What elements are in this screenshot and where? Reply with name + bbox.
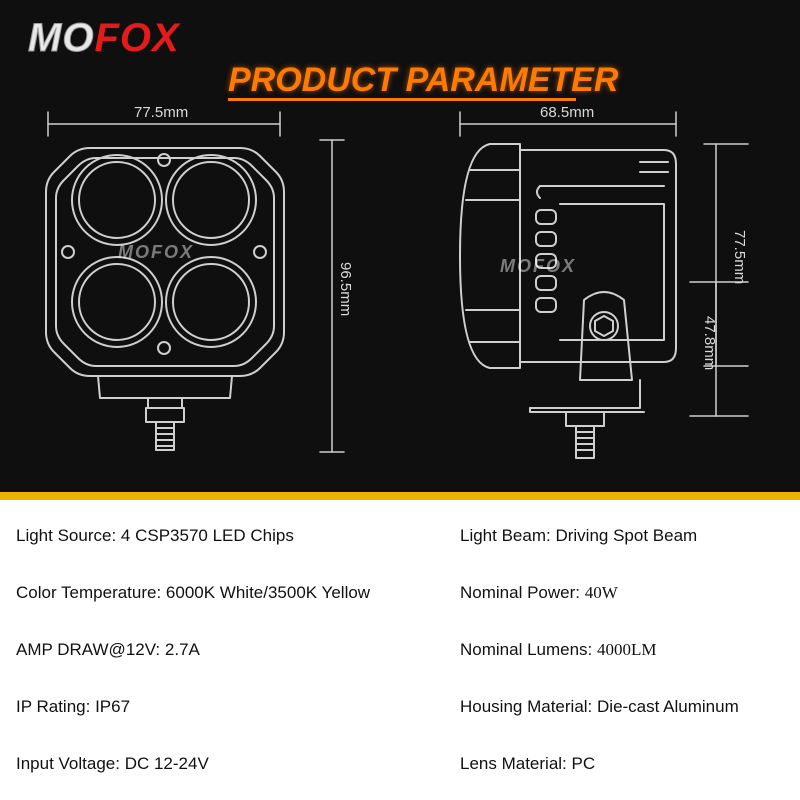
spec-label: AMP DRAW@12V: (16, 640, 165, 659)
spec-label: Input Voltage: (16, 754, 125, 773)
spec-label: Nominal Power: (460, 583, 585, 602)
brand-logo: MOFOX (27, 14, 180, 62)
spec-value: 2.7A (164, 640, 200, 659)
spec-value: 6000K White/3500K Yellow (165, 583, 371, 602)
watermark-front: MOFOX (118, 242, 194, 262)
spec-color-temperature: Color Temperature: 6000K White/3500K Yel… (16, 583, 370, 603)
spec-input-voltage: Input Voltage: DC 12-24V (16, 754, 209, 774)
spec-label: Color Temperature: (16, 583, 166, 602)
spec-value: PC (571, 754, 596, 773)
brand-logo-part1: MO (27, 16, 95, 61)
dimension-side-height: 77.5mm (731, 230, 748, 285)
spec-label: Light Beam: (460, 526, 556, 545)
spec-value: 4 CSP3570 LED Chips (120, 526, 294, 545)
spec-housing-material: Housing Material: Die-cast Aluminum (460, 697, 739, 717)
spec-light-source: Light Source: 4 CSP3570 LED Chips (16, 526, 294, 546)
spec-value: 40W (584, 583, 618, 602)
title-underline (228, 98, 576, 101)
spec-amp-draw: AMP DRAW@12V: 2.7A (16, 640, 200, 660)
dimension-side-mount-height: 47.8mm (701, 316, 718, 371)
spec-nominal-power: Nominal Power: 40W (460, 583, 618, 603)
spec-value: DC 12-24V (124, 754, 209, 773)
front-view-drawing (45, 111, 345, 453)
dimension-front-width: 77.5mm (134, 104, 189, 121)
spec-value: Driving Spot Beam (555, 526, 698, 545)
spec-label: Nominal Lumens: (460, 640, 598, 659)
dimension-side-width: 68.5mm (540, 104, 595, 121)
spec-label: Lens Material: (460, 754, 572, 773)
spec-light-beam: Light Beam: Driving Spot Beam (460, 526, 697, 546)
spec-label: Light Source: (16, 526, 121, 545)
side-view-drawing (459, 111, 749, 459)
dimension-front-height: 96.5mm (337, 262, 354, 317)
product-drawing-panel (0, 0, 800, 492)
page-title: PRODUCT PARAMETER (228, 61, 619, 99)
spec-value: IP67 (95, 697, 131, 716)
divider-bar (0, 492, 800, 500)
spec-label: Housing Material: (460, 697, 598, 716)
specs-panel (0, 500, 800, 800)
brand-logo-part2: FOX (94, 16, 180, 60)
spec-label: IP Rating: (16, 697, 96, 716)
spec-value: Die-cast Aluminum (597, 697, 739, 716)
spec-nominal-lumens: Nominal Lumens: 4000LM (460, 640, 657, 660)
spec-ip-rating: IP Rating: IP67 (16, 697, 130, 717)
technical-drawing (45, 111, 749, 459)
watermark-side: MOFOX (500, 256, 576, 276)
spec-lens-material: Lens Material: PC (460, 754, 595, 774)
spec-value: 4000LM (597, 640, 657, 659)
